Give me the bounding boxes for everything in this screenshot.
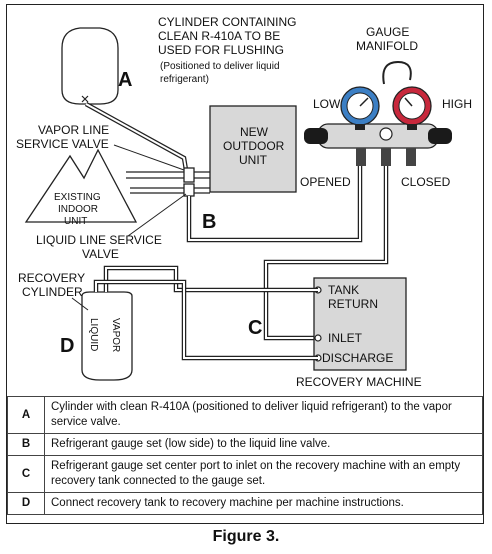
hose-c	[265, 166, 387, 339]
new-outdoor-unit	[209, 105, 297, 193]
indoor-unit-label: EXISTING	[54, 192, 101, 203]
tank-return-label: TANK	[328, 283, 359, 297]
cylinder-note-line: CLEAN R-410A TO BE	[158, 29, 280, 43]
recovery-cylinder-leader	[71, 297, 89, 311]
gauge-manifold-label: MANIFOLD	[356, 39, 418, 53]
legend-row: B Refrigerant gauge set (low side) to th…	[7, 433, 483, 456]
recovery-cylinder-label: CYLINDER	[22, 285, 83, 299]
legend-row: A Cylinder with clean R-410A (positioned…	[7, 396, 483, 434]
recovery-cylinder	[81, 291, 133, 381]
legend-text: Refrigerant gauge set center port to inl…	[44, 455, 483, 493]
vapor-port-label: VAPOR	[110, 318, 121, 352]
flushing-diagram: A CYLINDER CONTAINING CLEAN R-410A TO BE…	[16, 15, 472, 389]
legend-key: A	[7, 396, 45, 434]
vapor-valve-label: VAPOR LINE	[38, 123, 109, 137]
cylinder-note-line: CYLINDER CONTAINING	[158, 15, 296, 29]
liquid-valve-leader	[127, 193, 187, 237]
vapor-service-valve	[183, 167, 195, 183]
legend-text: Cylinder with clean R-410A (positioned t…	[44, 396, 483, 434]
discharge-label: DISCHARGE	[322, 351, 393, 365]
outdoor-unit-label: UNIT	[239, 153, 268, 167]
legend-row: C Refrigerant gauge set center port to i…	[7, 455, 483, 493]
letter-d: D	[60, 335, 74, 357]
vapor-valve-leader	[113, 144, 185, 171]
hose-b	[188, 166, 361, 241]
gauge-manifold-label: GAUGE	[366, 25, 409, 39]
outdoor-unit-label: NEW	[240, 125, 269, 139]
cylinder-note: CYLINDER CONTAINING CLEAN R-410A TO BE U…	[158, 15, 296, 85]
legend-text: Connect recovery tank to recovery machin…	[44, 492, 483, 515]
vapor-valve-label: SERVICE VALVE	[16, 137, 109, 151]
tank-return-label: RETURN	[328, 297, 378, 311]
figure-caption: Figure 3.	[212, 528, 280, 545]
low-label: LOW	[313, 97, 341, 111]
hose-a	[85, 103, 187, 171]
outdoor-unit-label: OUTDOOR	[223, 139, 285, 153]
indoor-unit-label: UNIT	[64, 216, 87, 227]
liquid-port-label: LIQUID	[88, 318, 99, 351]
high-label: HIGH	[442, 97, 472, 111]
low-pressure-gauge	[340, 86, 380, 130]
letter-c: C	[248, 317, 262, 339]
recovery-machine	[313, 277, 407, 371]
letter-b: B	[202, 211, 216, 233]
legend-row: D Connect recovery tank to recovery mach…	[7, 492, 483, 515]
recovery-cylinder-label: RECOVERY	[18, 271, 85, 285]
liquid-valve-label: VALVE	[82, 247, 119, 261]
closed-label: CLOSED	[401, 175, 451, 189]
legend-text: Refrigerant gauge set (low side) to the …	[44, 433, 483, 456]
discharge-hose	[95, 281, 318, 359]
legend-key: C	[7, 455, 45, 493]
flush-cylinder	[61, 27, 119, 105]
legend-table: A Cylinder with clean R-410A (positioned…	[7, 396, 483, 515]
high-pressure-gauge	[392, 86, 432, 130]
cylinder-note-line: USED FOR FLUSHING	[158, 43, 284, 57]
tank-return-hose	[105, 267, 318, 292]
letter-a: A	[118, 69, 132, 91]
inlet-port	[314, 334, 322, 342]
opened-label: OPENED	[300, 175, 351, 189]
cylinder-note-line: (Positioned to deliver liquid	[160, 61, 280, 72]
inlet-label: INLET	[328, 331, 363, 345]
legend-key: D	[7, 492, 45, 515]
legend-key: B	[7, 433, 45, 456]
cylinder-note-line: refrigerant)	[160, 74, 209, 85]
existing-indoor-unit	[24, 148, 138, 223]
liquid-valve-label: LIQUID LINE SERVICE	[36, 233, 162, 247]
recovery-machine-label: RECOVERY MACHINE	[296, 375, 422, 389]
indoor-unit-label: INDOOR	[58, 204, 98, 215]
figure-frame	[6, 4, 484, 524]
